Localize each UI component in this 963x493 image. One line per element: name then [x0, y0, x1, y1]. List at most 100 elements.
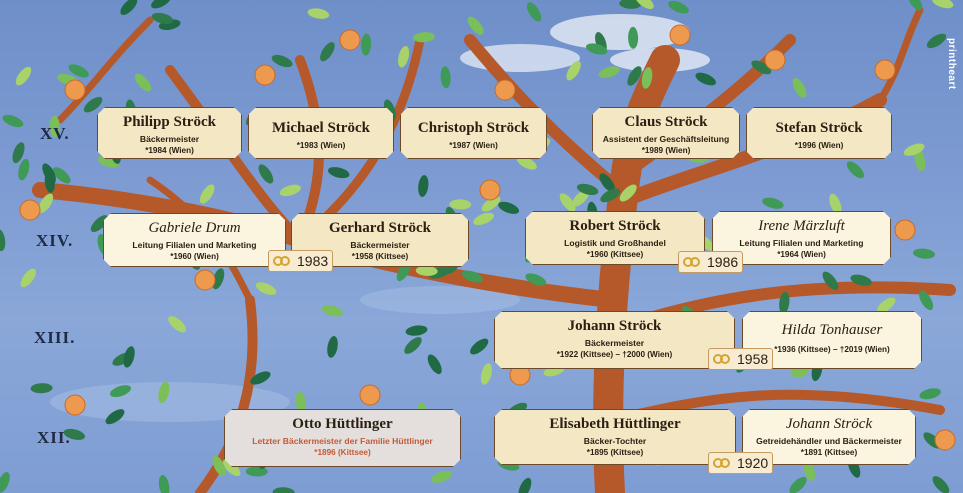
orange-fruit	[669, 24, 691, 46]
leaf-shape	[123, 346, 135, 368]
leaf-shape	[526, 2, 542, 22]
orange-fruit	[894, 219, 916, 241]
leaf-shape	[846, 161, 865, 179]
leaf-shape	[413, 32, 435, 43]
person-dates: *1996 (Wien)	[794, 141, 844, 150]
leaf-shape	[199, 184, 215, 204]
person-role: Bäckermeister	[584, 338, 645, 348]
wedding-badge-1958: 1958	[708, 348, 774, 370]
generation-label-xv: XV.	[40, 124, 70, 143]
person-name: Elisabeth Hüttlinger	[549, 416, 681, 432]
leaf-shape	[932, 476, 950, 493]
leaf-shape	[320, 42, 335, 62]
leaf-shape	[518, 477, 532, 493]
leaf-shape	[461, 270, 483, 283]
leaf-shape	[467, 16, 484, 35]
person-role: Logistik und Großhandel	[564, 238, 666, 248]
leaf-shape	[151, 12, 174, 24]
person-card-michael-stroeck: Michael Ströck *1983 (Wien)	[248, 107, 394, 159]
leaf-shape	[481, 196, 501, 212]
wedding-rings-icon	[683, 256, 703, 268]
person-name: Stefan Ströck	[775, 120, 863, 136]
person-dates: *1987 (Wien)	[449, 141, 498, 150]
leaf-shape	[627, 66, 642, 86]
wedding-rings-icon	[713, 457, 733, 469]
wedding-badge-1986: 1986	[678, 251, 744, 273]
wedding-badge-1983: 1983	[268, 250, 334, 272]
leaf-shape	[600, 188, 621, 203]
leaf-shape	[566, 61, 581, 81]
leaf-shape	[473, 212, 494, 226]
person-dates: *1936 (Kittsee) – †2019 (Wien)	[774, 345, 890, 354]
leaf-shape	[398, 45, 410, 68]
leaf-shape	[245, 466, 268, 477]
wedding-rings-icon	[713, 353, 733, 365]
leaf-shape	[158, 475, 170, 493]
person-role: Getreidehändler und Bäckermeister	[756, 436, 902, 446]
orange-fruit	[64, 79, 86, 101]
leaf-shape	[598, 66, 620, 78]
leaf-shape	[418, 175, 429, 197]
orange-fruit	[194, 269, 216, 291]
leaf-shape	[15, 66, 32, 86]
person-dates: *1960 (Kittsee)	[586, 250, 644, 259]
person-dates: *1891 (Kittsee)	[800, 448, 858, 457]
leaf-shape	[83, 96, 103, 113]
person-dates: *1983 (Wien)	[296, 141, 346, 150]
leaf-shape	[470, 338, 489, 355]
leaf-shape	[405, 325, 428, 336]
leaf-shape	[440, 66, 451, 89]
person-card-johann-stroeck-1922: Johann Ströck Bäckermeister *1922 (Kitts…	[494, 311, 735, 369]
leaf-shape	[516, 156, 537, 170]
leaf-shape	[903, 143, 925, 156]
leaf-shape	[498, 201, 520, 214]
person-role: Bäcker-Tochter	[583, 436, 647, 446]
leaf-shape	[258, 164, 274, 184]
leaf-shape	[803, 459, 816, 481]
tree-branch	[56, 16, 154, 124]
person-card-philipp-stroeck: Philipp Ströck Bäckermeister *1984 (Wien…	[97, 107, 242, 159]
leaf-shape	[20, 268, 37, 288]
person-dates: *1984 (Wien)	[145, 146, 194, 155]
leaf-shape	[279, 184, 301, 197]
person-name: Claus Ströck	[624, 114, 708, 130]
person-dates: *1964 (Wien)	[777, 250, 826, 259]
leaf-shape	[307, 8, 330, 19]
leaf-shape	[2, 114, 24, 128]
leaf-shape	[480, 363, 492, 385]
leaf-shape	[525, 273, 547, 286]
generation-label-xiii: XIII.	[34, 328, 76, 347]
leaf-shape	[120, 0, 138, 15]
person-name: Hilda Tonhauser	[781, 322, 883, 338]
cloud-shape	[550, 14, 690, 50]
leaf-shape	[907, 0, 923, 11]
orange-fruit	[339, 29, 361, 51]
person-role: Letzter Bäckermeister der Familie Hüttli…	[252, 436, 433, 446]
person-dates: *1989 (Wien)	[641, 146, 691, 155]
tree-branch	[876, 6, 924, 104]
wedding-year: 1986	[707, 254, 739, 270]
wedding-year: 1958	[737, 351, 769, 367]
person-dates: *1922 (Kittsee) – †2000 (Wien)	[556, 350, 673, 359]
person-name: Christoph Ströck	[417, 120, 530, 136]
leaf-shape	[431, 470, 452, 483]
person-name: Robert Ströck	[569, 218, 661, 234]
leaf-shape	[668, 0, 689, 14]
leaf-shape	[919, 290, 934, 311]
leaf-shape	[63, 428, 86, 440]
leaf-shape	[576, 183, 599, 196]
leaf-shape	[829, 193, 842, 215]
leaf-shape	[151, 0, 171, 9]
person-name: Irene Märzluft	[758, 218, 845, 234]
orange-fruit	[494, 79, 516, 101]
leaf-shape	[789, 476, 807, 493]
leaf-shape	[12, 142, 25, 164]
leaf-shape	[109, 385, 132, 398]
leaf-shape	[168, 316, 187, 333]
leaf-shape	[52, 167, 71, 184]
leaf-shape	[919, 388, 941, 400]
person-card-elisabeth-huettlinger: Elisabeth Hüttlinger Bäcker-Tochter *189…	[494, 409, 736, 465]
leaf-shape	[222, 459, 241, 477]
person-name: Gabriele Drum	[148, 220, 241, 236]
